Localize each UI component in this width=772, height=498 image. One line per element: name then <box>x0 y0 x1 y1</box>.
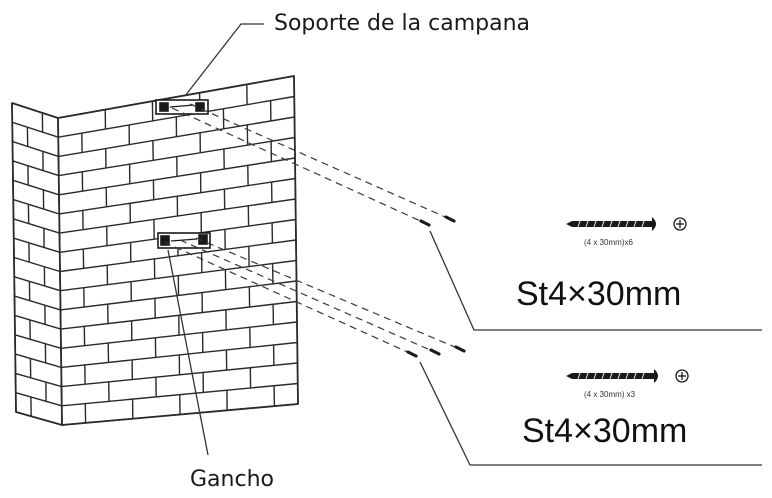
brick-line <box>61 382 298 407</box>
hook-leader <box>167 249 209 456</box>
brick-line <box>61 341 298 369</box>
screw-icon <box>566 217 656 231</box>
brick-line <box>13 256 61 273</box>
brick-line <box>60 259 297 292</box>
brick-line <box>60 321 298 349</box>
screw-guide-lines <box>163 103 463 356</box>
screw-spec-2: (4 x 30mm) x3 St4×30mm <box>522 369 689 450</box>
screw-leader-bottom <box>419 361 762 466</box>
brick-line <box>12 140 59 158</box>
hood-bracket-label: Soporte de la campana <box>274 11 530 36</box>
screw-spec-label-1: St4×30mm <box>516 275 681 313</box>
phillips-head-icon <box>675 369 689 383</box>
screw-spec-1: (4 x 30mm)x6 St4×30mm <box>516 217 687 313</box>
screw-quantity-1: (4 x 30mm)x6 <box>584 238 633 247</box>
phillips-head-icon <box>673 217 687 231</box>
brick-line <box>12 121 59 138</box>
brick-line <box>15 353 62 369</box>
brick-line <box>59 177 296 215</box>
brick-line <box>13 218 60 234</box>
leader-lines <box>167 23 762 466</box>
wall-front-bricks <box>58 84 298 423</box>
brick-line <box>14 334 62 349</box>
brick-wall-icon <box>11 75 299 426</box>
brick-line <box>12 160 60 177</box>
brick-line <box>60 300 297 330</box>
brick-line <box>12 179 60 196</box>
screw-icon <box>566 369 658 383</box>
screw-tips <box>406 215 466 358</box>
brick-line <box>13 237 61 253</box>
wall-side-bricks <box>12 112 62 417</box>
brick-line <box>14 276 61 292</box>
bracket-leader <box>184 23 264 97</box>
hook-bracket <box>157 232 211 249</box>
brick-line <box>15 392 62 407</box>
screw-quantity-2: (4 x 30mm) x3 <box>584 390 636 399</box>
brick-line <box>14 314 61 330</box>
brick-line <box>14 295 61 311</box>
screw-leader-top <box>429 230 762 331</box>
brick-line <box>60 280 297 311</box>
screw-spec-label-2: St4×30mm <box>522 412 687 450</box>
hood-bracket <box>155 99 209 115</box>
brick-line <box>15 372 62 388</box>
hook-label: Gancho <box>190 467 274 492</box>
brick-line <box>13 198 60 215</box>
